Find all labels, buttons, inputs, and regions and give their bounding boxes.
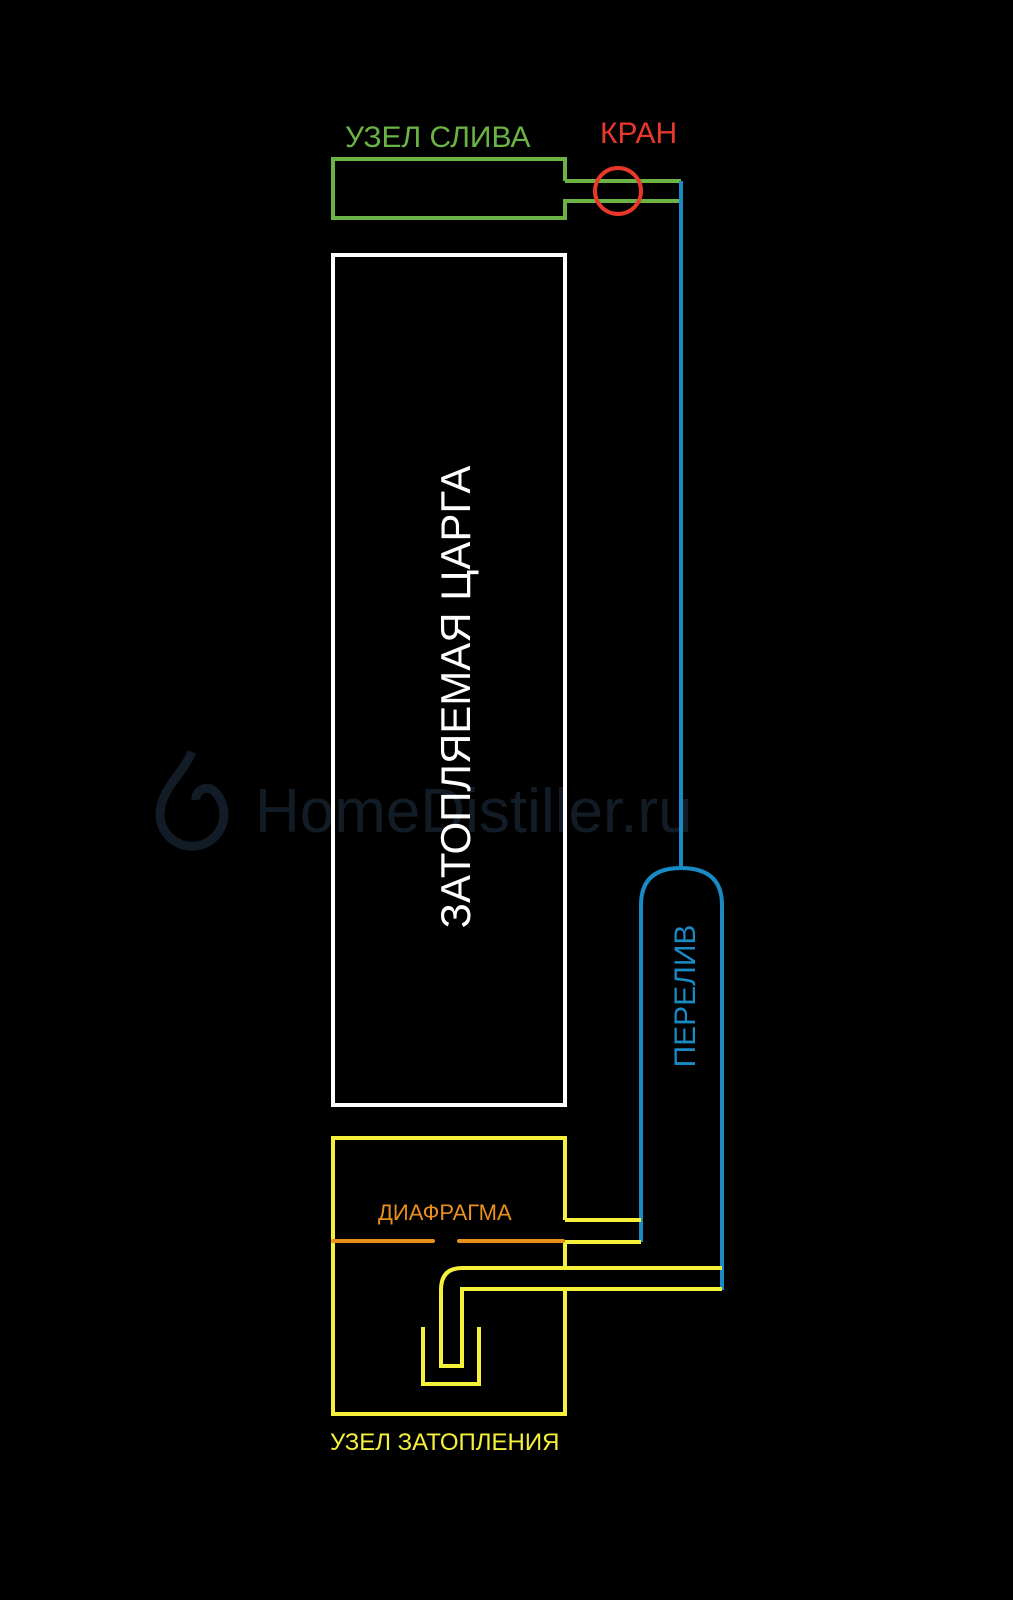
drain-unit-label: УЗЕЛ СЛИВА xyxy=(345,121,531,154)
valve-label: КРАН xyxy=(600,117,677,150)
diaphragm-label: ДИАФРАГМА xyxy=(378,1200,512,1225)
flooded-column-label: ЗАТОПЛЯЕМАЯ ЦАРГА xyxy=(432,466,479,929)
water-seal-cup xyxy=(421,1327,481,1386)
flooded-column xyxy=(331,253,567,1107)
overflow-label: ПЕРЕЛИВ xyxy=(669,925,702,1068)
valve-icon xyxy=(593,166,643,216)
watermark-text: HomeDistiller.ru xyxy=(255,777,693,846)
flooding-unit xyxy=(331,1136,722,1416)
drain-unit xyxy=(331,157,681,220)
drop-logo-icon xyxy=(155,750,229,851)
overflow-pipe xyxy=(639,181,724,1290)
watermark: HomeDistiller.ru xyxy=(155,750,693,851)
flooding-unit-label: УЗЕЛ ЗАТОПЛЕНИЯ xyxy=(330,1429,559,1456)
